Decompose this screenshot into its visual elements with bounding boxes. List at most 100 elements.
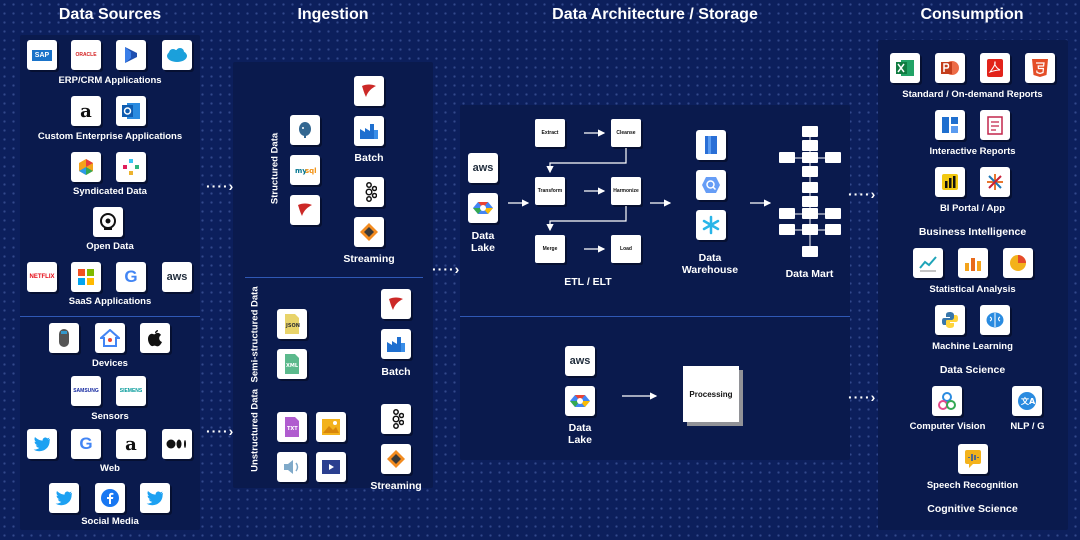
amazon-web-icon: a — [116, 429, 146, 459]
load-step: Load — [611, 235, 641, 263]
dashboard-icon — [935, 110, 965, 140]
svg-text:文A: 文A — [1021, 396, 1036, 406]
kafka-icon-1 — [354, 177, 384, 207]
data-mart-label: Data Mart — [785, 268, 834, 280]
standard-reports-label: Standard / On-demand Reports — [902, 89, 1043, 100]
arrow-sources-to-ingestion-2: ····› — [206, 423, 235, 439]
xml-file-icon: XML — [277, 349, 307, 379]
aws-lake-icon: aws — [468, 153, 498, 183]
device-speaker-icon — [49, 323, 79, 353]
image-file-icon — [316, 412, 346, 442]
web-label: Web — [100, 463, 120, 474]
data-warehouse-label: Data Warehouse — [681, 252, 739, 277]
data-science-label: Data Science — [939, 364, 1006, 376]
apple-icon — [140, 323, 170, 353]
sap-text: SAP — [31, 49, 53, 61]
txt-file-icon: TXT — [277, 412, 307, 442]
statistical-analysis-label: Statistical Analysis — [929, 284, 1016, 295]
report-sheet-icon — [980, 110, 1010, 140]
netflix-icon: NETFLIX — [27, 262, 57, 292]
vision-icon — [932, 386, 962, 416]
oracle-text: ORACLE — [75, 52, 97, 58]
salesforce-icon — [162, 40, 192, 70]
aws-text: aws — [166, 271, 188, 283]
semi-batch-label: Batch — [381, 366, 411, 378]
sap-icon: SAP — [27, 40, 57, 70]
business-intelligence-label: Business Intelligence — [918, 226, 1027, 238]
machine-learning-label: Machine Learning — [932, 341, 1013, 352]
tableau-icon — [980, 167, 1010, 197]
stats-chart-icon-1 — [913, 248, 943, 278]
powerbi-icon — [935, 167, 965, 197]
data-lake-top-label: Data Lake — [471, 230, 495, 255]
arrow-sources-to-ingestion-1: ····› — [206, 178, 235, 194]
devices-label: Devices — [92, 358, 128, 369]
microsoft-icon — [71, 262, 101, 292]
syndicated-icon-1 — [71, 152, 101, 182]
arrow-ingestion-to-architecture: ····› — [432, 261, 461, 277]
amazon-icon: a — [71, 96, 101, 126]
gcp-lake-bottom-icon — [565, 386, 595, 416]
html5-icon — [1025, 53, 1055, 83]
samsung-text: SAMSUNG — [73, 388, 99, 394]
header-architecture: Data Architecture / Storage — [552, 6, 758, 23]
custom-apps-label: Custom Enterprise Applications — [37, 131, 183, 142]
json-text: JSON — [285, 323, 300, 329]
semi-sqlserver-icon — [381, 289, 411, 319]
data-lake-bottom-label: Data Lake — [568, 422, 592, 447]
aws-icon: aws — [162, 262, 192, 292]
brain-icon — [980, 305, 1010, 335]
erp-crm-label: ERP/CRM Applications — [58, 75, 162, 86]
batch-factory-icon — [354, 116, 384, 146]
open-data-icon — [93, 207, 123, 237]
dynamics-icon — [116, 40, 146, 70]
outlook-icon — [116, 96, 146, 126]
computer-vision-label: Computer Vision — [909, 421, 986, 432]
cognitive-science-label: Cognitive Science — [927, 503, 1018, 515]
excel-icon — [890, 53, 920, 83]
stats-chart-icon-3 — [1003, 248, 1033, 278]
powerpoint-icon — [935, 53, 965, 83]
google-icon: G — [116, 262, 146, 292]
header-consumption: Consumption — [920, 6, 1024, 23]
transform-step: Transform — [535, 177, 565, 205]
social-twitter-icon-1 — [49, 483, 79, 513]
device-home-icon — [95, 323, 125, 353]
bi-portal-label: BI Portal / App — [939, 203, 1006, 214]
open-data-label: Open Data — [86, 241, 134, 252]
netflix-text: NETFLIX — [29, 274, 55, 280]
merge-step: Merge — [535, 235, 565, 263]
saas-label: SaaS Applications — [68, 296, 152, 307]
semi-factory-icon — [381, 329, 411, 359]
twitter-icon — [27, 429, 57, 459]
ingestion-divider — [245, 277, 423, 278]
audio-file-icon — [277, 452, 307, 482]
svg-text:my: my — [295, 167, 307, 175]
google-web-icon: G — [71, 429, 101, 459]
sources-divider — [20, 316, 200, 317]
nifi-icon-1 — [354, 217, 384, 247]
aws-lake-bottom-text: aws — [569, 355, 591, 367]
warehouse-db-icon — [696, 130, 726, 160]
kafka-icon-2 — [381, 404, 411, 434]
siemens-text: SIEMENS — [119, 388, 143, 394]
interactive-reports-label: Interactive Reports — [929, 146, 1016, 157]
architecture-divider — [460, 316, 850, 317]
syndicated-icon-2 — [116, 152, 146, 182]
txt-text: TXT — [287, 426, 298, 432]
cleanse-step: Cleanse — [611, 119, 641, 147]
xml-text: XML — [286, 363, 299, 369]
oracle-icon: ORACLE — [71, 40, 101, 70]
stats-chart-icon-2 — [958, 248, 988, 278]
structured-streaming-label: Streaming — [343, 253, 395, 265]
google-web-text: G — [79, 434, 93, 453]
social-twitter-icon-2 — [140, 483, 170, 513]
pdf-icon — [980, 53, 1010, 83]
sensors-label: Sensors — [91, 411, 129, 422]
arrow-architecture-to-consumption-1: ····› — [848, 186, 877, 202]
etl-elt-label: ETL / ELT — [564, 276, 612, 288]
aws-lake-text: aws — [472, 162, 494, 174]
architecture-panel — [460, 105, 850, 460]
